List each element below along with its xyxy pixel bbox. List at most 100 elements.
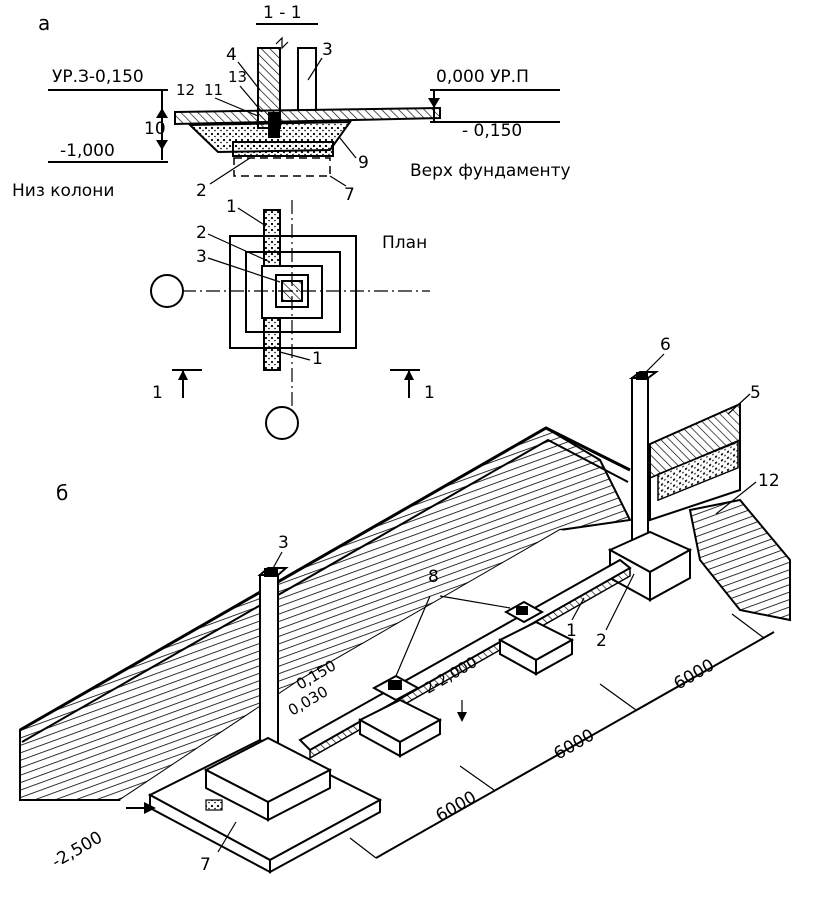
leader-9	[339, 137, 357, 159]
level-minus-2500: -2,500	[49, 828, 106, 873]
caption-left: Низ колони	[12, 181, 114, 201]
plan-title: План	[382, 233, 427, 253]
wall-panel-hatch	[649, 402, 741, 480]
floor-slab	[174, 106, 441, 126]
bank-top-edge-2	[21, 438, 629, 743]
leader-4	[237, 61, 261, 91]
plan-leader-1	[237, 207, 267, 227]
axo-leader-3	[271, 551, 283, 571]
plan-beam-bottom	[263, 317, 281, 371]
callout-12: 12	[176, 81, 195, 99]
footing-7-fill	[205, 799, 223, 811]
level-right-bottom: - 0,150	[462, 121, 522, 141]
dim-6000-1: 6000	[433, 787, 480, 826]
level-left-bottom: -1,000	[60, 141, 115, 161]
plan-beam-top	[263, 209, 281, 267]
callout-13: 13	[228, 68, 247, 86]
cut-right-arrowhead	[404, 370, 414, 380]
callout-11: 11	[204, 81, 223, 99]
axo-leader-8b	[439, 595, 511, 609]
cut-left-label: 1	[152, 383, 163, 403]
callout-2-sec: 2	[196, 181, 207, 201]
dim-6000-3: 6000	[671, 655, 718, 694]
axo-callout-3: 3	[278, 533, 289, 553]
dimension-line	[375, 631, 775, 859]
plan-leader-3	[207, 257, 281, 283]
dim-ext-1	[349, 837, 377, 859]
axo-leader-6	[643, 353, 665, 375]
bank-top-edge	[19, 426, 631, 732]
intermediate-footing-1	[357, 674, 443, 758]
dim-ext-4	[731, 613, 765, 639]
dim-ext-3	[599, 683, 637, 711]
caption-right: Верх фундаменту	[410, 161, 571, 181]
leader-2	[209, 157, 251, 185]
column-6	[631, 377, 649, 549]
pedestal-right	[267, 768, 331, 822]
wall-panel-pattern	[657, 440, 739, 502]
base-6-right	[649, 548, 691, 602]
callout-7-sec: 7	[344, 185, 355, 205]
axo-callout-6: 6	[660, 335, 671, 355]
dim-ext-2	[459, 765, 495, 791]
axo-leader-7	[217, 821, 237, 853]
axo-callout-7: 7	[200, 855, 211, 875]
plan-view: План 1 2 3 1 1 1	[150, 197, 435, 440]
footing-dashed-7	[233, 157, 331, 177]
section-mark: 1 - 1	[263, 3, 302, 23]
footing	[232, 141, 334, 157]
leader-7	[329, 175, 347, 187]
column-6-cap	[636, 372, 648, 380]
plan-callout-1-bottom: 1	[312, 349, 323, 369]
callout-10: 10	[144, 119, 166, 139]
axo-callout-12: 12	[758, 471, 780, 491]
level-arrow-2	[156, 140, 168, 150]
callout-4: 4	[226, 45, 237, 65]
dim-6000-2: 6000	[551, 725, 598, 764]
column-3-cap	[264, 568, 278, 577]
axo-leader-1	[571, 597, 585, 621]
intermediate-footing-2	[497, 600, 575, 676]
axo-leader-5	[727, 393, 751, 415]
axonometric-view: б	[19, 335, 791, 875]
plan-leader-2	[207, 233, 271, 263]
plan-outer-square	[229, 235, 357, 349]
axo-callout-1: 1	[566, 621, 577, 641]
leader-3	[307, 57, 323, 81]
level-left-top: УР.З-0,150	[52, 67, 144, 87]
anchor-block	[268, 112, 280, 138]
plan-mid-square	[245, 251, 341, 333]
right-bank	[688, 498, 791, 622]
panel-b-letter: б	[56, 481, 68, 505]
cut-right-label: 1	[424, 383, 435, 403]
callout-9: 9	[358, 153, 369, 173]
plan-leader-1b	[279, 351, 311, 361]
plan-callout-1-top: 1	[226, 197, 237, 217]
panel-a-letter: а	[38, 11, 50, 35]
plan-callout-3: 3	[196, 247, 207, 267]
axo-leader-12	[715, 481, 757, 515]
level-2500-arrow	[144, 802, 156, 814]
column-3-axo	[259, 574, 279, 766]
axis-marker-bottom	[265, 406, 299, 440]
footing-7-right	[269, 798, 381, 874]
axis-marker-left	[150, 274, 184, 308]
level-arrow-3	[428, 98, 440, 108]
column-3	[297, 47, 317, 111]
axo-callout-5: 5	[750, 383, 761, 403]
cut-left-arrowhead	[178, 370, 188, 380]
level-right-top: 0,000 УР.П	[436, 67, 529, 87]
leader-13	[239, 85, 263, 113]
break-mark	[275, 36, 289, 50]
level-2-2000-arrow	[457, 712, 467, 722]
axo-leader-2	[605, 573, 635, 631]
axo-callout-2: 2	[596, 631, 607, 651]
level-arrow-1	[156, 108, 168, 118]
callout-3: 3	[322, 40, 333, 60]
section-1-1: а 1 - 1 УР.З-0,150 10 -1,000 Низ колони …	[12, 3, 571, 205]
leader-11	[214, 97, 259, 117]
axo-callout-8: 8	[428, 567, 439, 587]
axo-leader-8a	[395, 595, 431, 677]
